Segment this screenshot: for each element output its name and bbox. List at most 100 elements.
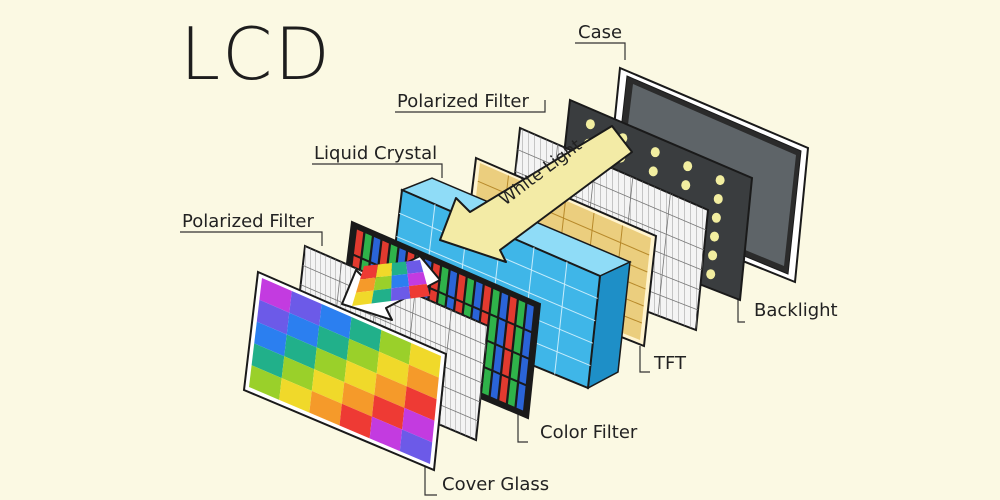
color-filter-stripe xyxy=(507,379,517,407)
color-filter-stripe xyxy=(499,292,509,320)
color-filter-stripe xyxy=(482,368,492,396)
color-filter-stripe xyxy=(504,322,514,351)
cover-glass-cell xyxy=(316,325,350,361)
cover-glass-cell xyxy=(259,278,292,313)
cover-glass-cell xyxy=(369,416,403,452)
cover-glass-cell xyxy=(344,360,377,395)
cover-glass-cell xyxy=(349,317,382,352)
cover-glass-cell xyxy=(256,299,290,335)
cover-glass-cell xyxy=(404,386,437,421)
color-filter-stripe xyxy=(496,319,506,347)
backlight-led xyxy=(709,231,719,242)
cover-glass-layer xyxy=(242,270,448,472)
rainbow-arrow-tile xyxy=(352,290,374,306)
backlight-led xyxy=(650,147,660,158)
rainbow-arrow-tile xyxy=(409,284,430,299)
color-filter-stripe xyxy=(465,277,475,305)
rainbow-arrow-tile xyxy=(391,261,408,276)
color-filter-stripe xyxy=(490,288,500,317)
color-filter-stripe xyxy=(447,270,458,298)
backlight-led xyxy=(706,269,716,280)
label-case: Case xyxy=(578,22,623,43)
leader-polarized-front xyxy=(180,231,323,246)
cover-glass-cell xyxy=(279,378,312,413)
cover-glass-cell xyxy=(319,304,352,339)
leader-case xyxy=(575,42,626,60)
leader-color-filter xyxy=(517,410,528,443)
rainbow-arrow-tile xyxy=(391,273,409,289)
cover-glass-cell xyxy=(341,382,375,417)
cover-glass-cell xyxy=(376,351,409,387)
label-polarized-filter-rear: Polarized Filter xyxy=(397,91,529,112)
color-filter-stripe xyxy=(519,356,529,384)
liquid-crystal-grid-line xyxy=(396,235,596,322)
color-filter-stripe xyxy=(507,296,517,324)
cover-glass-cell xyxy=(286,312,320,348)
cover-glass-cell xyxy=(314,347,347,383)
rainbow-arrow-tile xyxy=(406,260,424,274)
cover-glass-cell xyxy=(402,407,435,443)
backlight-led xyxy=(648,166,658,177)
backlight-led xyxy=(715,175,725,186)
backlight-led xyxy=(683,161,693,172)
rainbow-arrow-tile xyxy=(391,286,411,301)
leader-lines xyxy=(180,42,745,496)
color-filter-stripe xyxy=(379,240,389,268)
color-filter-stripe xyxy=(487,315,497,343)
rainbow-arrow-tile xyxy=(407,272,427,287)
color-filter-stripe xyxy=(456,274,466,302)
label-backlight: Backlight xyxy=(754,300,838,321)
color-filter-stripe xyxy=(473,281,483,309)
cover-glass-cell xyxy=(249,365,282,400)
label-polarized-filter-front: Polarized Filter xyxy=(182,211,314,232)
cover-glass-cell xyxy=(399,429,433,464)
label-cover-glass: Cover Glass xyxy=(442,474,550,495)
backlight-led xyxy=(713,193,723,204)
color-filter-stripe xyxy=(371,236,381,265)
color-filter-stripe xyxy=(353,229,364,257)
color-filter-stripe xyxy=(362,233,372,261)
label-liquid-crystal: Liquid Crystal xyxy=(314,143,438,164)
cover-glass-cell xyxy=(346,338,379,374)
color-filter-stripe xyxy=(439,266,449,294)
cover-glass-cell xyxy=(289,291,322,326)
leader-cover-glass xyxy=(424,466,437,496)
color-filter-stripe xyxy=(490,372,500,400)
cover-glass-cell xyxy=(254,321,287,357)
backlight-led xyxy=(711,212,721,223)
cover-glass-cell xyxy=(284,334,317,370)
cover-glass-cell xyxy=(311,369,345,404)
cover-glass-cell xyxy=(372,395,405,430)
rainbow-arrow-tile xyxy=(356,277,376,293)
backlight-led xyxy=(585,119,595,130)
color-filter-stripe xyxy=(522,330,532,358)
front-polarizer-grid-line xyxy=(302,264,487,346)
cover-glass-cell xyxy=(339,403,372,439)
backlight-led xyxy=(681,180,691,191)
leader-polarized-rear xyxy=(395,100,546,113)
rainbow-arrow-tile xyxy=(371,288,392,304)
front-polarizer-grid-line xyxy=(300,284,485,365)
color-filter-stripe xyxy=(524,303,534,331)
color-filter-stripe xyxy=(502,349,512,377)
color-filter-stripe xyxy=(482,285,492,313)
leader-liquid-crystal xyxy=(312,163,443,178)
label-color-filter: Color Filter xyxy=(540,422,638,443)
cover-glass-cell xyxy=(251,343,285,379)
liquid-crystal-grid-line xyxy=(554,261,568,375)
cover-glass-cell xyxy=(379,330,412,365)
color-filter-stripe xyxy=(516,383,526,411)
cover-glass-cell xyxy=(374,373,407,408)
rainbow-arrow-tile xyxy=(373,275,392,291)
rainbow-arrow-tile xyxy=(375,263,392,278)
label-tft: TFT xyxy=(654,353,687,374)
color-filter-stripe xyxy=(484,341,495,370)
color-filter-stripe xyxy=(513,326,523,354)
color-filter-stripe xyxy=(499,375,509,404)
cover-glass-cell xyxy=(408,343,441,378)
rainbow-arrow-tile xyxy=(360,264,378,280)
color-filter-stripe xyxy=(516,300,526,328)
cover-glass-cell xyxy=(406,364,439,400)
